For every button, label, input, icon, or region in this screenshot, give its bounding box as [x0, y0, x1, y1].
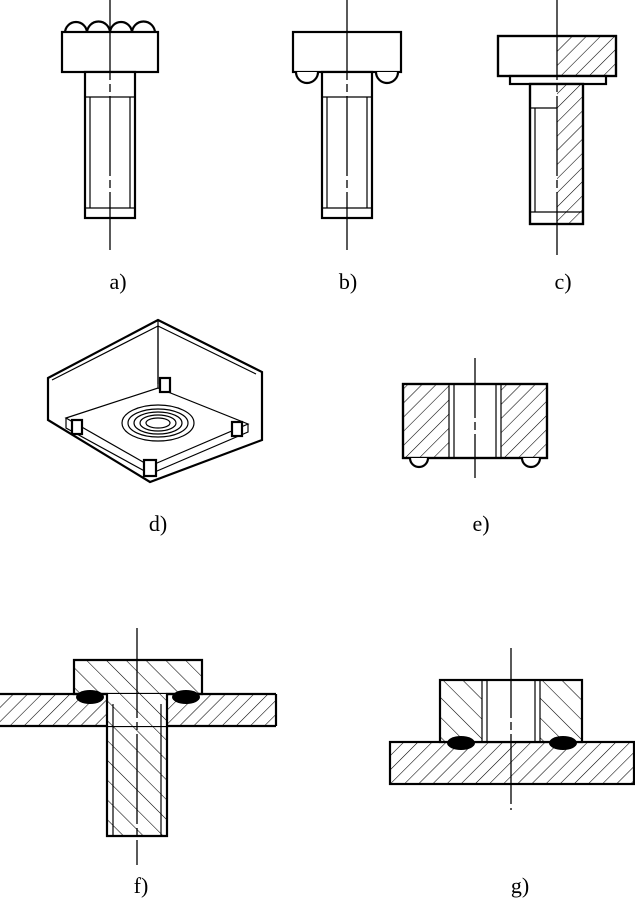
label-d: d): [149, 511, 167, 536]
view-g-welded-nut-on-plate-section: [388, 648, 635, 810]
label-c: c): [554, 269, 571, 294]
weld-nugget: [447, 736, 475, 750]
view-a-projection-weld-bolt: [60, 0, 160, 250]
view-c-half-section-bolt: [496, 0, 618, 255]
label-b: b): [339, 269, 357, 294]
weld-nugget: [172, 690, 200, 704]
view-b-projection-weld-bolt: [291, 0, 403, 250]
weld-nugget: [549, 736, 577, 750]
view-d-cage-nut-isometric: [46, 318, 264, 484]
label-e: e): [472, 511, 489, 536]
label-f: f): [134, 873, 149, 898]
label-a: a): [109, 269, 126, 294]
view-f-welded-stud-section: [0, 628, 278, 865]
label-g: g): [511, 873, 529, 898]
weld-nugget: [76, 690, 104, 704]
view-e-projection-weld-nut-section: [401, 358, 549, 478]
